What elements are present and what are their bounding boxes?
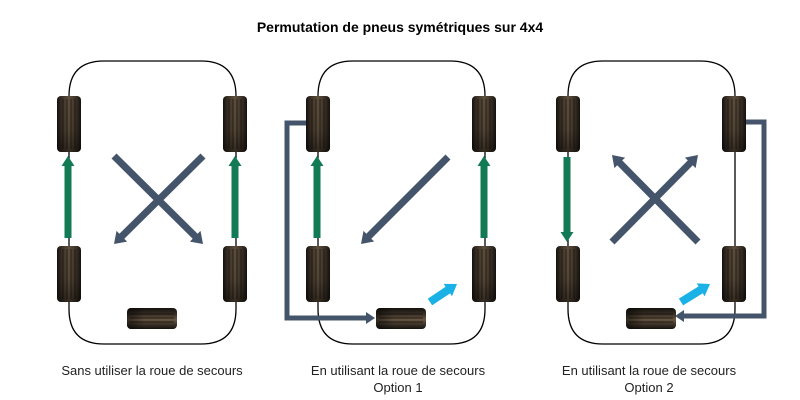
- tire-rear-left: [57, 246, 81, 302]
- tire-front-left: [57, 96, 81, 152]
- arrow-rear-right-to-front-right: [228, 156, 242, 238]
- arrow-spare-to-rear-right: [427, 283, 457, 306]
- arrow-front-left-to-rear-right: [111, 153, 203, 244]
- tire-shade: [472, 96, 496, 152]
- caption-line1: En utilisant la roue de secours: [561, 363, 737, 378]
- tire-shade: [223, 96, 247, 152]
- panel-1: [57, 60, 247, 345]
- caption-panel-2: En utilisant la roue de secours Option 1: [278, 362, 518, 396]
- rotation-arrows: [560, 119, 767, 322]
- tire-shade: [127, 308, 177, 329]
- arrow-rear-left-to-front-right: [609, 155, 698, 245]
- tire-shade: [376, 308, 426, 329]
- diagram-title: Permutation de pneus symétriques sur 4x4: [256, 19, 544, 35]
- rotation-arrows: [61, 153, 242, 244]
- tire-shade: [472, 246, 496, 302]
- arrow-front-left-to-spare: [284, 120, 368, 321]
- panel-2: [284, 60, 496, 345]
- tire-rear-right: [472, 246, 496, 302]
- tire-rear-left: [306, 246, 330, 302]
- tire-shade: [223, 246, 247, 302]
- arrow-front-left-to-rear-left: [560, 157, 574, 242]
- tire-shade: [556, 96, 580, 152]
- caption-line1: Sans utiliser la roue de secours: [61, 363, 243, 378]
- caption-line2: Option 2: [624, 380, 674, 395]
- caption-panel-3: En utilisant la roue de secours Option 2: [529, 362, 769, 396]
- arrow-spare-to-rear-right: [678, 283, 710, 306]
- caption-line2: Option 1: [373, 380, 423, 395]
- tire-shade: [722, 96, 746, 152]
- tire-rear-left: [556, 246, 580, 302]
- tire-spare: [127, 308, 177, 329]
- caption-line1: En utilisant la roue de secours: [310, 363, 486, 378]
- caption-panel-1: Sans utiliser la roue de secours: [32, 362, 272, 379]
- tire-shade: [556, 246, 580, 302]
- tire-front-left: [306, 96, 330, 152]
- arrow-front-right-to-rear-left: [361, 154, 451, 244]
- panel-3: [556, 60, 767, 345]
- tire-front-left: [556, 96, 580, 152]
- tire-front-right: [722, 96, 746, 152]
- tire-shade: [57, 246, 81, 302]
- arrow-head-to-spare: [363, 312, 375, 324]
- arrow-head-to-spare: [675, 310, 688, 322]
- car-body-outline: [68, 60, 237, 345]
- arrow-rear-left-to-front-left: [61, 156, 75, 238]
- tires: [306, 96, 496, 329]
- tire-shade: [722, 246, 746, 302]
- arrow-front-right-to-spare: [686, 119, 767, 319]
- tires: [556, 96, 746, 329]
- tires: [57, 96, 247, 329]
- tire-shade: [306, 96, 330, 152]
- tire-rear-right: [722, 246, 746, 302]
- tire-shade: [306, 246, 330, 302]
- rotation-arrows: [284, 120, 491, 324]
- tire-shade: [626, 308, 676, 329]
- tire-front-right: [223, 96, 247, 152]
- tire-rear-right: [223, 246, 247, 302]
- tire-spare: [376, 308, 426, 329]
- arrow-rear-left-to-front-left: [310, 156, 324, 238]
- tire-spare: [626, 308, 676, 329]
- tire-shade: [57, 96, 81, 152]
- arrow-rear-right-to-front-right: [477, 156, 491, 238]
- tire-front-right: [472, 96, 496, 152]
- car-body-outline: [317, 60, 486, 345]
- car-body-outline: [567, 60, 736, 345]
